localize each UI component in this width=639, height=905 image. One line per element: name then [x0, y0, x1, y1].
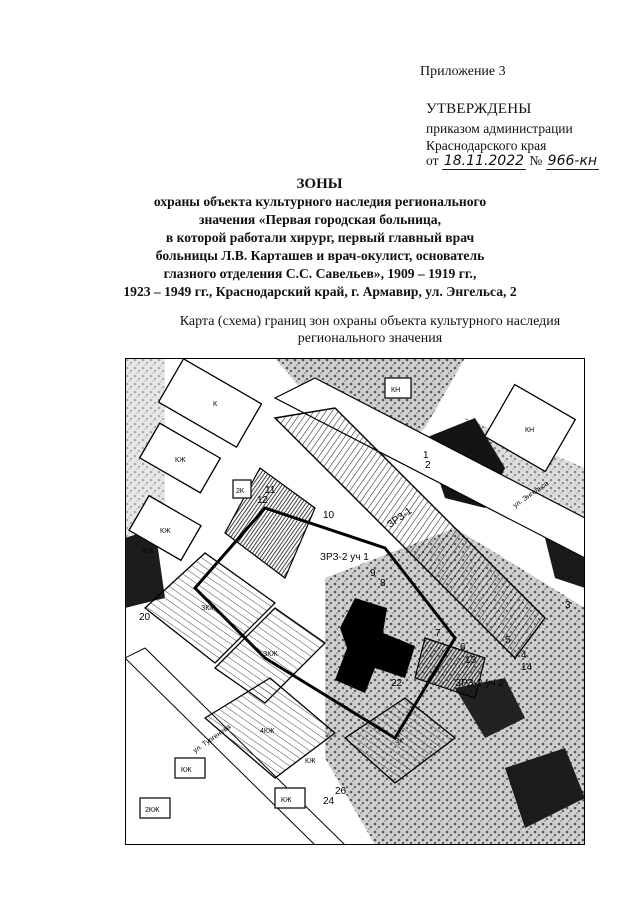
- dark-vegetation: [505, 748, 585, 828]
- point-number: 4: [521, 650, 527, 661]
- point-number: 8: [380, 578, 386, 589]
- caption-line: регионального значения: [297, 331, 443, 346]
- building-label: КЖ: [181, 767, 192, 774]
- subtitle-line: значения «Первая городская больница,: [199, 212, 441, 227]
- building-label: ЗК: [395, 738, 404, 745]
- building-3kzh-left: [143, 552, 277, 664]
- point-number: 26: [335, 786, 347, 797]
- building-label: 2К: [236, 488, 245, 495]
- zone-zrz1: [273, 407, 546, 660]
- point-number: 20: [139, 612, 151, 623]
- building-kn-small: [384, 377, 412, 399]
- building-label: КЖ: [305, 758, 316, 765]
- building-2kzh: [139, 797, 171, 819]
- zone-label: ЗРЗ-2 уч 2: [455, 678, 504, 689]
- point-number: 11: [265, 485, 276, 496]
- order-line-2: Краснодарского края: [426, 138, 547, 153]
- building-label: ЗКЖ: [201, 605, 216, 612]
- building-3k: [343, 697, 457, 784]
- building-kzh-left: [128, 494, 202, 562]
- point-number: 24: [323, 796, 335, 807]
- subtitle-line: охраны объекта культурного наследия реги…: [153, 194, 487, 209]
- building-label: КЖ: [143, 548, 154, 555]
- building-label: КЖ: [281, 797, 292, 804]
- point-number: 1: [423, 450, 429, 461]
- zone-zrz2-section2: [414, 637, 486, 699]
- hospital-building: [335, 598, 415, 693]
- building-label: КН: [525, 427, 534, 434]
- point-number: 6: [460, 642, 466, 653]
- map-canvas: К КЖ КН КН КЖ 2К КЖ КЖ ЗКЖ ЗКЖ 4КЖ КЖ КЖ…: [125, 358, 585, 845]
- order-date-number: от 18.11.2022 № 966-кн: [426, 153, 600, 170]
- building-label: ЗКЖ: [263, 651, 278, 658]
- building-label: 2КЖ: [145, 807, 160, 814]
- appendix-label: Приложение 3: [420, 64, 506, 79]
- building-label: 4КЖ: [260, 728, 275, 735]
- caption-line: Карта (схема) границ зон охраны объекта …: [179, 314, 561, 329]
- building-label: КЖ: [175, 457, 186, 464]
- point-number: 13: [465, 655, 477, 666]
- approval-order: приказом администрации Краснодарского кр…: [426, 120, 573, 154]
- building-kn-large: [483, 383, 577, 473]
- dark-vegetation: [125, 528, 165, 608]
- point-number: 10: [323, 510, 335, 521]
- order-line-1: приказом администрации: [426, 121, 573, 136]
- date-prefix: от: [426, 153, 439, 168]
- point-number: 5: [505, 635, 511, 646]
- building-2k: [232, 479, 252, 499]
- building-label: К: [213, 401, 218, 408]
- building-4kzh: [203, 677, 337, 779]
- point-number: 14: [521, 662, 533, 673]
- document-title: ЗОНЫ: [296, 176, 343, 192]
- document-subtitle: охраны объекта культурного наследия реги…: [105, 193, 535, 301]
- approved-heading: УТВЕРЖДЕНЫ: [426, 101, 532, 117]
- building-label: КЖ: [160, 528, 171, 535]
- point-number: 9: [370, 568, 376, 579]
- point-number: 12: [257, 495, 269, 506]
- building-kzh-bottom: [274, 787, 306, 809]
- subtitle-line: глазного отделения С.С. Савельев», 1909 …: [163, 266, 477, 281]
- zone-map: К КЖ КН КН КЖ 2К КЖ КЖ ЗКЖ ЗКЖ 4КЖ КЖ КЖ…: [125, 358, 585, 845]
- zone-label: ЗРЗ-2 уч 1: [320, 552, 369, 563]
- point-number: 3: [565, 600, 571, 611]
- point-number: 22: [391, 678, 403, 689]
- building-kzh-top: [138, 422, 222, 494]
- street-engelsa: [273, 377, 585, 559]
- subtitle-line: больницы Л.В. Карташев и врач-окулист, о…: [155, 248, 485, 263]
- point-number: 16: [350, 640, 362, 651]
- building-kzh-small: [174, 757, 206, 779]
- subtitle-line: 1923 – 1949 гг., Краснодарский край, г. …: [123, 284, 517, 299]
- handwritten-number: 966-кн: [545, 153, 600, 170]
- subtitle-line: в которой работали хирург, первый главны…: [165, 230, 475, 245]
- building-label: КН: [391, 387, 400, 394]
- building-k-top: [157, 358, 263, 449]
- terrain-texture: [465, 418, 585, 528]
- map-caption: Карта (схема) границ зон охраны объекта …: [135, 313, 605, 347]
- handwritten-date: 18.11.2022: [441, 153, 527, 170]
- number-prefix: №: [529, 153, 543, 168]
- point-number: 2: [425, 460, 431, 471]
- point-number: 7: [435, 628, 441, 639]
